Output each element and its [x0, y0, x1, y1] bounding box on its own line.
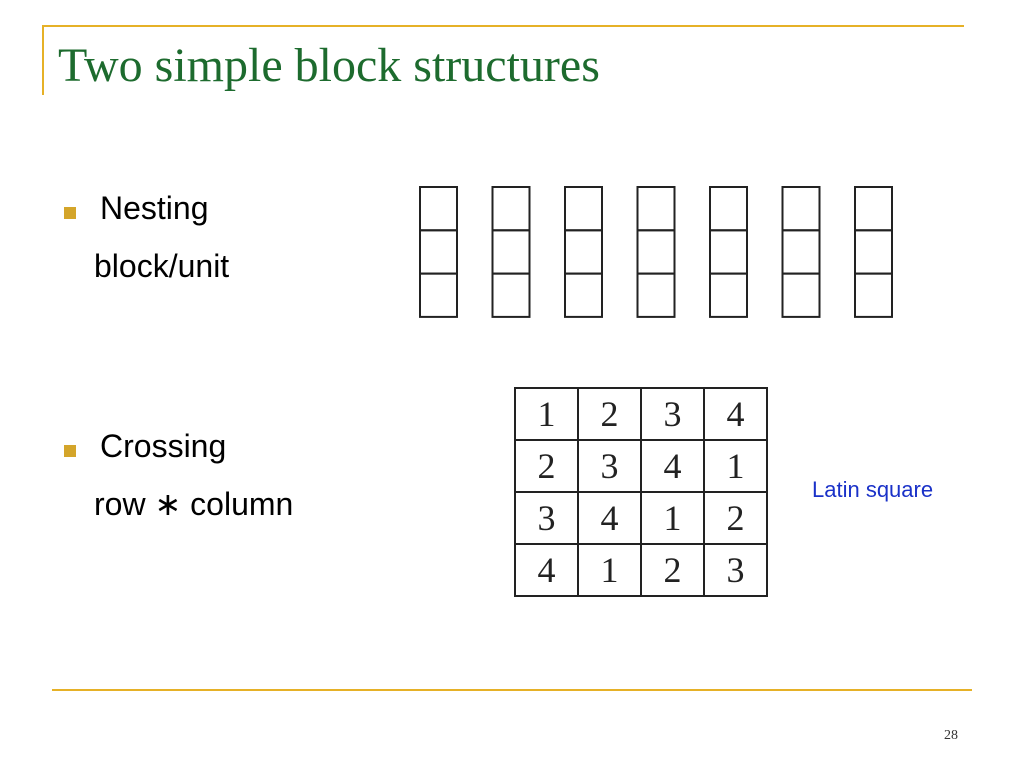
- nesting-block: [781, 186, 821, 318]
- nesting-unit-cell: [564, 186, 603, 232]
- frame-left-rule: [42, 25, 44, 95]
- bullet-nesting-sub: block/unit: [94, 248, 230, 284]
- slide-title: Two simple block structures: [58, 39, 600, 92]
- latin-square-cell: 4: [640, 439, 705, 493]
- nesting-block: [854, 186, 893, 318]
- latin-square-cell: 3: [514, 491, 579, 545]
- bullet-square-icon: [64, 445, 76, 457]
- bullet-square-icon: [64, 207, 76, 219]
- nesting-unit-cell: [564, 272, 603, 318]
- latin-square-cell: 1: [577, 543, 642, 597]
- latin-square-cell: 1: [640, 491, 705, 545]
- latin-square-cell: 4: [577, 491, 642, 545]
- nesting-block: [709, 186, 748, 318]
- nesting-unit-cell: [709, 186, 748, 232]
- nesting-unit-cell: [709, 272, 748, 318]
- latin-square-cell: 1: [514, 387, 579, 441]
- nesting-unit-cell: [781, 186, 821, 232]
- latin-square-label: Latin square: [812, 477, 934, 502]
- frame-bottom-rule: [52, 689, 972, 691]
- latin-square-cell: 2: [577, 387, 642, 441]
- bullet-crossing-sub: row ∗ column: [94, 486, 294, 522]
- nesting-unit-cell: [854, 186, 893, 232]
- nesting-block: [491, 186, 531, 318]
- nesting-unit-cell: [491, 229, 531, 275]
- nesting-unit-cell: [781, 229, 821, 275]
- latin-square-cell: 4: [514, 543, 579, 597]
- bullet-nesting-label: Nesting: [100, 190, 209, 226]
- nesting-diagram: [419, 186, 893, 318]
- latin-square-cell: 3: [577, 439, 642, 493]
- latin-square-cell: 2: [640, 543, 705, 597]
- latin-square-cell: 3: [640, 387, 705, 441]
- nesting-unit-cell: [781, 272, 821, 318]
- nesting-unit-cell: [564, 229, 603, 275]
- nesting-block: [564, 186, 603, 318]
- latin-square-cell: 2: [703, 491, 768, 545]
- nesting-unit-cell: [491, 272, 531, 318]
- latin-square-cell: 4: [703, 387, 768, 441]
- latin-square-cell: 3: [703, 543, 768, 597]
- latin-square-cell: 1: [703, 439, 768, 493]
- nesting-unit-cell: [491, 186, 531, 232]
- latin-square-cell: 2: [514, 439, 579, 493]
- frame-top-rule: [42, 25, 964, 27]
- nesting-unit-cell: [636, 229, 676, 275]
- nesting-block: [419, 186, 458, 318]
- nesting-unit-cell: [636, 186, 676, 232]
- nesting-unit-cell: [419, 186, 458, 232]
- nesting-unit-cell: [419, 272, 458, 318]
- nesting-block: [636, 186, 676, 318]
- nesting-unit-cell: [854, 229, 893, 275]
- nesting-unit-cell: [709, 229, 748, 275]
- bullet-crossing-label: Crossing: [100, 428, 227, 464]
- page-number: 28: [944, 728, 958, 743]
- nesting-unit-cell: [636, 272, 676, 318]
- nesting-unit-cell: [854, 272, 893, 318]
- nesting-unit-cell: [419, 229, 458, 275]
